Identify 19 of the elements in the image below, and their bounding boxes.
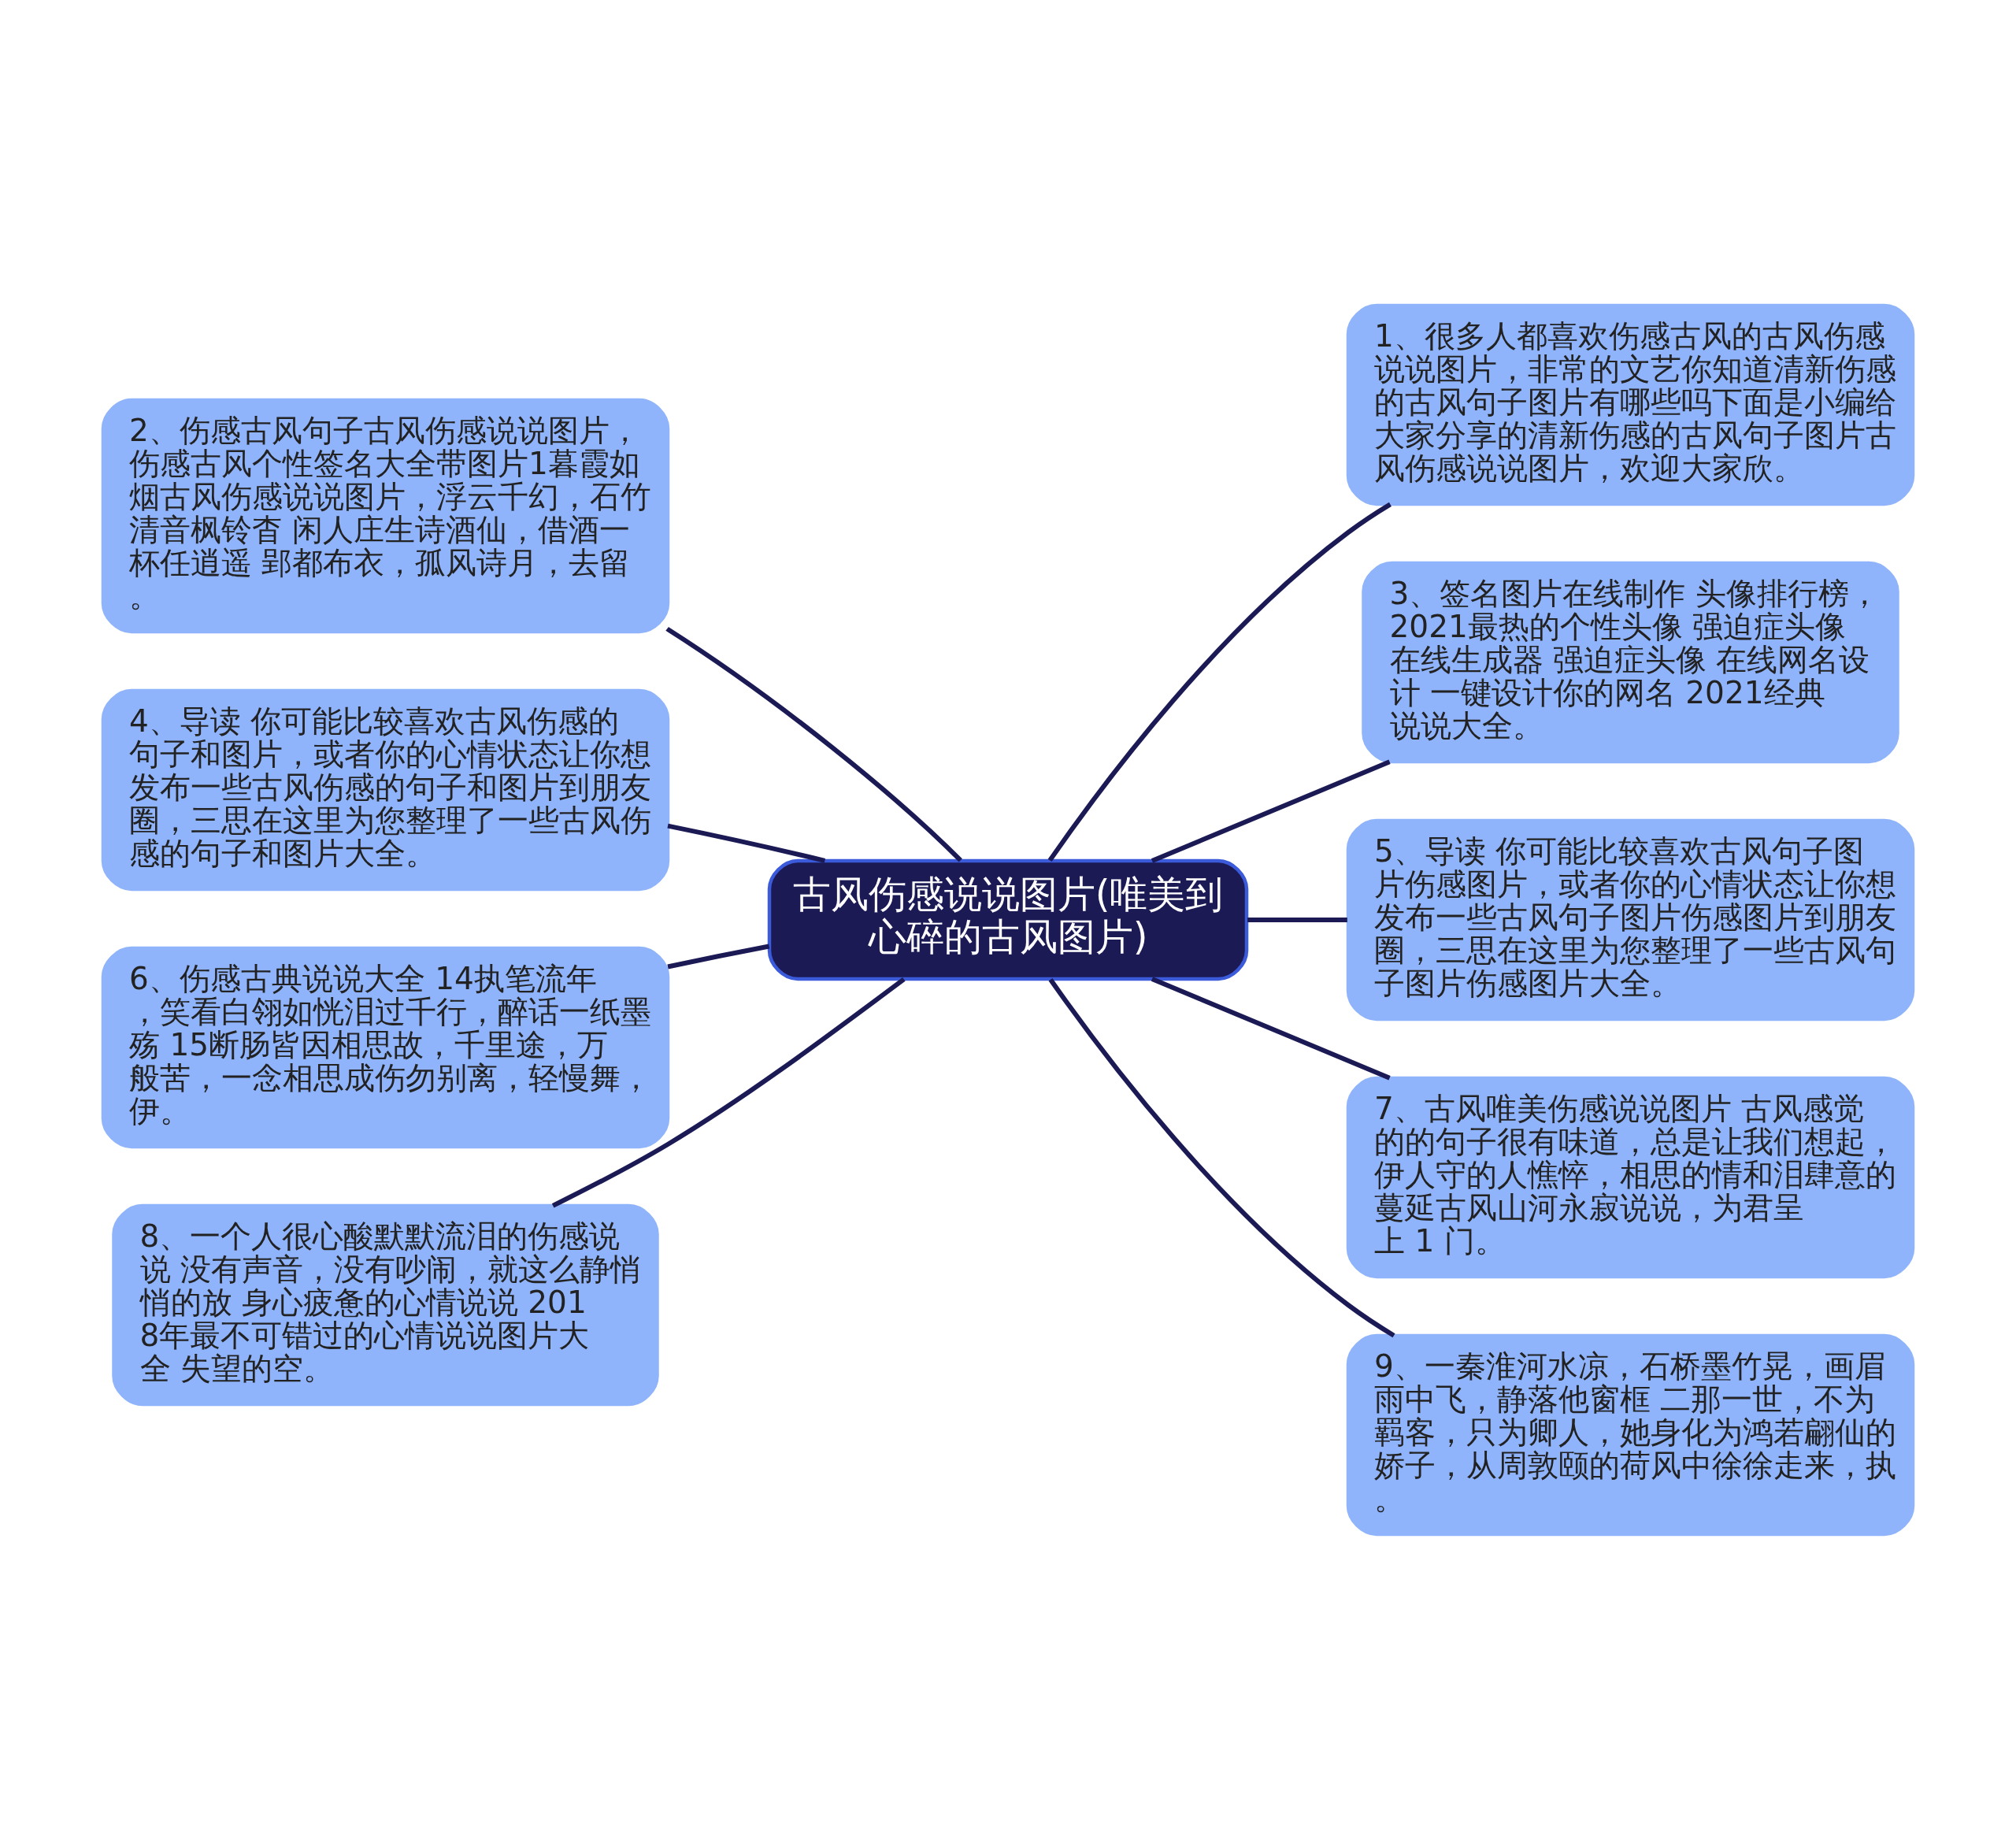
node-box: 6、伤感古典说说大全 14执笔流年，笑看白翎如恍泪过千行，醉话一纸墨殇 15断肠皆因相思故，千里途，万般苦，一念相思成伤勿别离，轻慢舞，伊。	[101, 946, 670, 1148]
connector	[1048, 977, 1395, 1337]
connector	[1151, 976, 1391, 1080]
node-box: 7、古风唯美伤感说说图片 古风感觉的的句子很有味道，总是让我们想起，伊人守的人憔悴，相思的情和泪肆意的蔓延古风山河永寂说说，为君呈上 1 门。	[1346, 1076, 1915, 1278]
node-box: 3、签名图片在线制作 头像排行榜，2021最热的个性头像 强迫症头像在线生成器 强迫症头像 在线网名设计 一键设计你的网名 2021经典说说大全。	[1362, 561, 1899, 763]
connector	[1151, 759, 1391, 863]
connector	[1047, 502, 1392, 862]
connector	[667, 823, 826, 863]
connector	[551, 977, 906, 1207]
node-box: 2、伤感古风句子古风伤感说说图片，伤感古风个性签名大全带图片1暮霞如烟古风伤感说说图片，浮云千幻，石竹清音枫铃杳 闲人庄生诗酒仙，借酒一杯任逍遥 郢都布衣，孤风诗月，去留。	[101, 398, 670, 633]
node-box: 1、很多人都喜欢伤感古风的古风伤感说说图片，非常的文艺你知道清新伤感的古风句子图片有哪些吗下面是小编给大家分享的清新伤感的古风句子图片古风伤感说说图片，欢迎大家欣。	[1346, 303, 1915, 506]
node-box: 5、导读 你可能比较喜欢古风句子图片伤感图片，或者你的心情状态让你想发布一些古风句子图片伤感图片到朋友圈，三思在这里为您整理了一些古风句子图片伤感图片大全。	[1346, 818, 1915, 1021]
node-box: 古风伤感说说图片(唯美到心碎的古风图片)	[767, 858, 1249, 981]
node-box: 9、一秦淮河水凉，石桥墨竹晃，画眉雨中飞，静落他窗框 二那一世，不为羁客，只为卿人，她身化为鸿若翩仙的娇子，从周敦颐的荷风中徐徐走来，执。	[1346, 1333, 1915, 1536]
connector	[1247, 917, 1347, 922]
node-box: 4、导读 你可能比较喜欢古风伤感的句子和图片，或者你的心情状态让你想发布一些古风伤感的句子和图片到朋友圈，三思在这里为您整理了一些古风伤感的句子和图片大全。	[101, 688, 670, 891]
connector	[665, 626, 962, 862]
node-box: 8、一个人很心酸默默流泪的伤感说说 没有声音，没有吵闹，就这么静悄悄的放 身心疲惫的心情说说 2018年最不可错过的心情说说图片大全 失望的空。	[112, 1203, 659, 1406]
connector	[667, 944, 770, 969]
